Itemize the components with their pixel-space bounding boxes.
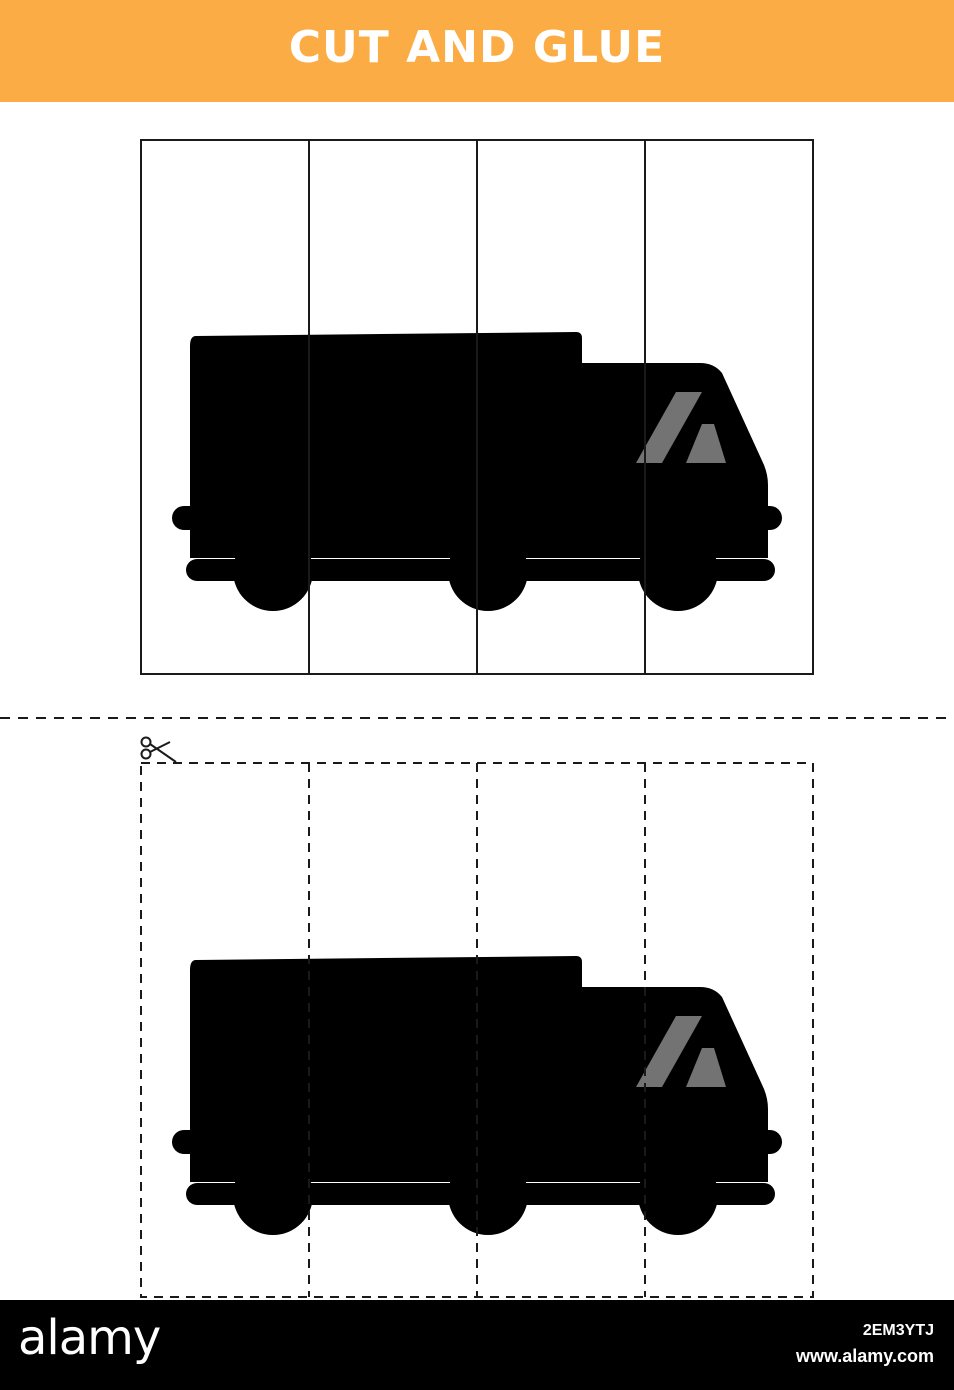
footer-info: 2EM3YTJ www.alamy.com — [796, 1322, 934, 1367]
yellow-truck — [172, 956, 782, 1235]
footer-bar: alamy 2EM3YTJ www.alamy.com — [0, 1300, 954, 1390]
cut-grid — [140, 762, 814, 1298]
header-banner: CUT AND GLUE — [0, 0, 954, 102]
site-url[interactable]: www.alamy.com — [795, 1346, 934, 1366]
page-title: CUT AND GLUE — [288, 22, 666, 73]
brand-logo: alamy — [18, 1310, 161, 1366]
worksheet — [0, 139, 954, 1298]
image-id: 2EM3YTJ — [862, 1322, 934, 1339]
scissors-icon — [140, 736, 177, 763]
glue-grid — [140, 139, 814, 675]
